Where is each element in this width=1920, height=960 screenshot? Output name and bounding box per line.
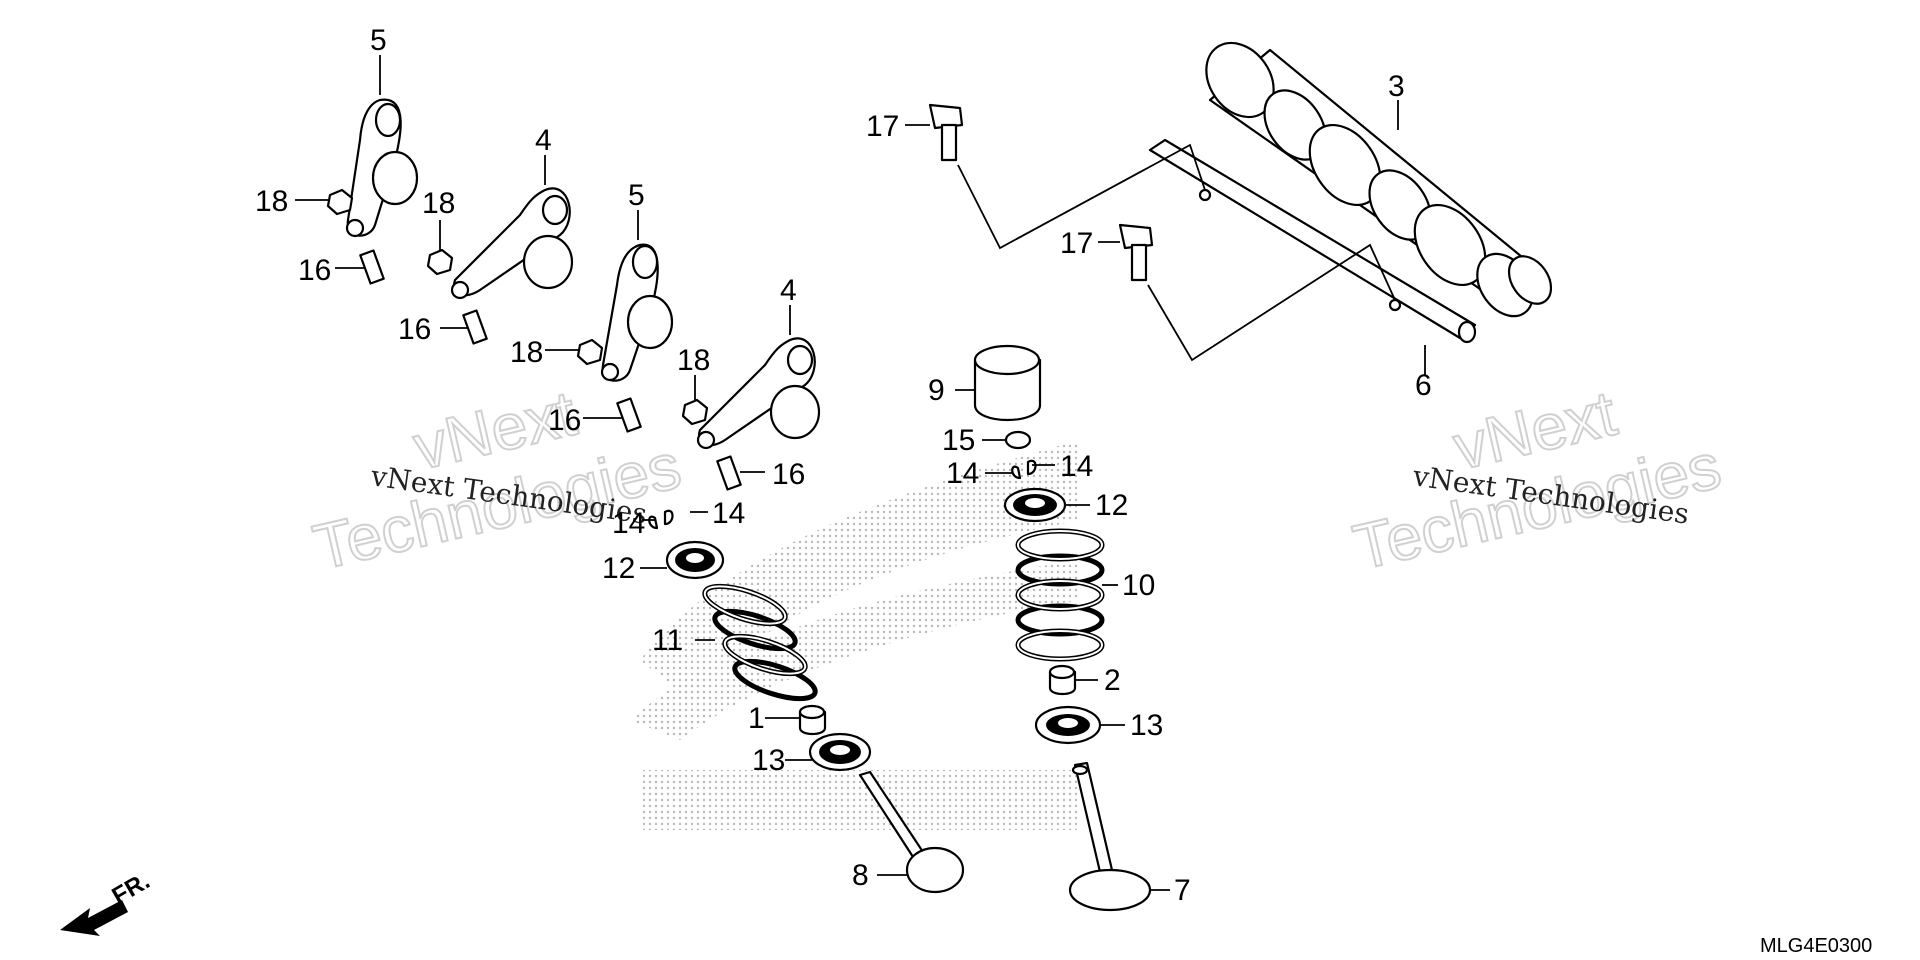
valve-spring-11	[702, 583, 818, 702]
callout-14c: 14	[712, 497, 745, 530]
spring-seat-13-right	[1034, 705, 1102, 745]
callout-2: 2	[1104, 664, 1121, 697]
bolt-17-top	[928, 103, 964, 162]
spring-retainer-12-left	[665, 540, 725, 580]
valve-lifter-9	[973, 344, 1042, 421]
nut-18-parts	[326, 188, 709, 426]
callout-12a: 12	[1095, 489, 1128, 522]
callout-14d: 14	[612, 507, 645, 540]
shim-15	[1004, 430, 1032, 450]
spring-retainer-12-right	[1003, 487, 1067, 523]
callout-10: 10	[1122, 569, 1155, 602]
callout-12b: 12	[602, 552, 635, 585]
leader-lines	[295, 55, 1426, 891]
callout-15: 15	[942, 424, 975, 457]
callout-16d: 16	[772, 458, 805, 491]
rocker-shaft-part	[1148, 138, 1477, 344]
spring-seat-13-left	[808, 732, 872, 772]
callout-18d: 18	[677, 344, 710, 377]
callout-18b: 18	[422, 187, 455, 220]
rocker-arm-4-left	[450, 187, 574, 300]
stem-seal-1	[798, 704, 827, 736]
callout-8: 8	[852, 859, 869, 892]
callout-16c: 16	[548, 404, 581, 437]
callout-18a: 18	[255, 185, 288, 218]
bolt-17-mid	[1118, 223, 1154, 282]
callout-14b: 14	[1060, 450, 1093, 483]
stem-seal-2	[1048, 664, 1077, 696]
callout-1: 1	[748, 702, 765, 735]
rocker-arm-5-left	[345, 98, 419, 238]
exhaust-valve-8	[858, 770, 965, 894]
svg-text:FR.: FR.	[108, 867, 155, 910]
callout-16b: 16	[398, 313, 431, 346]
callout-11: 11	[652, 624, 683, 657]
callout-3: 3	[1388, 70, 1405, 103]
rocker-arm-4-right	[696, 337, 821, 450]
callout-18c: 18	[510, 336, 543, 369]
adjust-screw-16-parts	[359, 249, 742, 491]
callout-5a: 5	[370, 24, 387, 57]
callout-17b: 17	[1060, 227, 1093, 260]
callout-4b: 4	[780, 274, 797, 307]
valve-spring-10	[1015, 528, 1105, 662]
camshaft-part	[1205, 41, 1553, 318]
callout-17a: 17	[866, 110, 899, 143]
diagram-code: MLG4E0300	[1760, 935, 1872, 957]
callout-13b: 13	[752, 744, 785, 777]
callout-16a: 16	[298, 254, 331, 287]
callout-7: 7	[1174, 874, 1191, 907]
callout-14a: 14	[946, 457, 979, 490]
intake-valve-7	[1068, 761, 1152, 912]
callout-4a: 4	[535, 124, 552, 157]
front-arrow-icon: FR.	[60, 867, 154, 936]
cotter-14-right	[1011, 459, 1037, 480]
rocker-arm-5-mid	[600, 243, 674, 382]
callout-9: 9	[928, 374, 945, 407]
callout-13a: 13	[1130, 709, 1163, 742]
callout-6: 6	[1415, 369, 1432, 402]
callout-5b: 5	[628, 179, 645, 212]
